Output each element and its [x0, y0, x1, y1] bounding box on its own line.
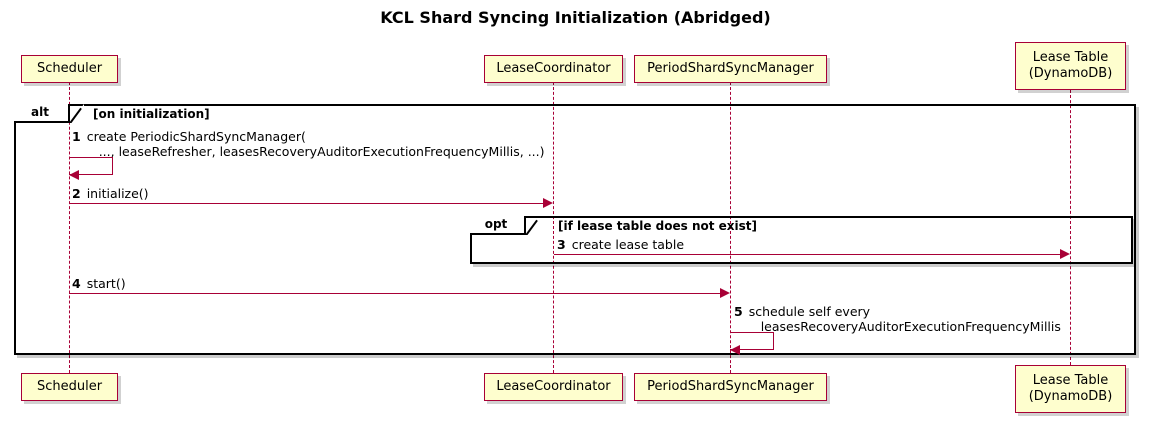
message-1-arrowhead — [69, 170, 79, 180]
lifeline-lease-coordinator — [553, 82, 554, 373]
participant-lease-table-bottom[interactable]: Lease Table (DynamoDB) — [1015, 365, 1126, 413]
message-4-text: start() — [86, 276, 126, 291]
participant-lease-table-label-line1: Lease Table — [1032, 50, 1109, 65]
fragment-alt-type-label: alt — [14, 104, 70, 123]
fragment-opt — [470, 216, 1133, 264]
participant-lease-coordinator-label-bottom: LeaseCoordinator — [496, 379, 611, 394]
lifeline-scheduler — [69, 82, 70, 373]
participant-period-shard-sync-manager-bottom[interactable]: PeriodShardSyncManager — [634, 373, 827, 401]
message-2-line — [69, 203, 544, 204]
message-5-number: 5 — [734, 304, 743, 319]
fragment-opt-guard: [if lease table does not exist] — [558, 219, 758, 233]
fragment-opt-notch-line — [526, 216, 540, 235]
fragment-alt-notch-line — [70, 104, 84, 123]
participant-scheduler-top[interactable]: Scheduler — [21, 55, 118, 83]
message-4-label: 4 start() — [72, 276, 126, 291]
message-5-self-loop — [730, 332, 774, 350]
message-3-number: 3 — [557, 237, 566, 252]
message-1-text-line2: ..., leaseRefresher, leasesRecoveryAudit… — [98, 144, 545, 159]
message-5-arrowhead — [730, 345, 740, 355]
message-5-text-line1: schedule self every — [748, 304, 871, 319]
page-title: KCL Shard Syncing Initialization (Abridg… — [380, 8, 771, 27]
message-3-line — [554, 254, 1061, 255]
fragment-alt — [14, 104, 1136, 355]
participant-scheduler-label-bottom: Scheduler — [36, 379, 103, 394]
message-2-arrowhead — [543, 198, 553, 208]
message-3-text: create lease table — [571, 237, 685, 252]
participant-period-shard-sync-manager-top[interactable]: PeriodShardSyncManager — [634, 55, 827, 83]
participant-period-shard-sync-manager-label-bottom: PeriodShardSyncManager — [647, 379, 814, 394]
participant-lease-coordinator-bottom[interactable]: LeaseCoordinator — [484, 373, 623, 401]
participant-scheduler-bottom[interactable]: Scheduler — [21, 373, 118, 401]
fragment-alt-guard: [on initialization] — [93, 107, 210, 121]
message-2-label: 2 initialize() — [72, 186, 149, 201]
message-2-text: initialize() — [86, 186, 149, 201]
message-1-label: 1 create PeriodicShardSyncManager(..., le… — [72, 129, 545, 159]
message-4-number: 4 — [72, 276, 81, 291]
message-3-label: 3 create lease table — [557, 237, 684, 252]
message-4-line — [69, 293, 721, 294]
participant-lease-table-top[interactable]: Lease Table (DynamoDB) — [1015, 42, 1126, 90]
message-1-text-line1: create PeriodicShardSyncManager( — [86, 129, 306, 144]
participant-lease-table-label-bottom-line2: (DynamoDB) — [1028, 389, 1113, 404]
message-2-number: 2 — [72, 186, 81, 201]
message-4-arrowhead — [720, 288, 730, 298]
participant-lease-coordinator-top[interactable]: LeaseCoordinator — [484, 55, 623, 83]
fragment-alt-notch — [70, 104, 84, 123]
fragment-opt-type-label: opt — [470, 216, 526, 235]
lifeline-period-shard-sync-manager — [730, 82, 731, 373]
participant-lease-coordinator-label: LeaseCoordinator — [496, 61, 611, 76]
participant-scheduler-label: Scheduler — [36, 61, 103, 76]
message-1-number: 1 — [72, 129, 81, 144]
lifeline-lease-table — [1070, 90, 1071, 365]
message-1-self-loop — [69, 157, 113, 175]
message-5-text-line2: leasesRecoveryAuditorExecutionFrequencyM… — [760, 319, 1061, 334]
participant-lease-table-label-bottom-line1: Lease Table — [1032, 373, 1109, 388]
participant-lease-table-label-line2: (DynamoDB) — [1028, 66, 1113, 81]
message-3-arrowhead — [1060, 249, 1070, 259]
participant-period-shard-sync-manager-label: PeriodShardSyncManager — [647, 61, 814, 76]
